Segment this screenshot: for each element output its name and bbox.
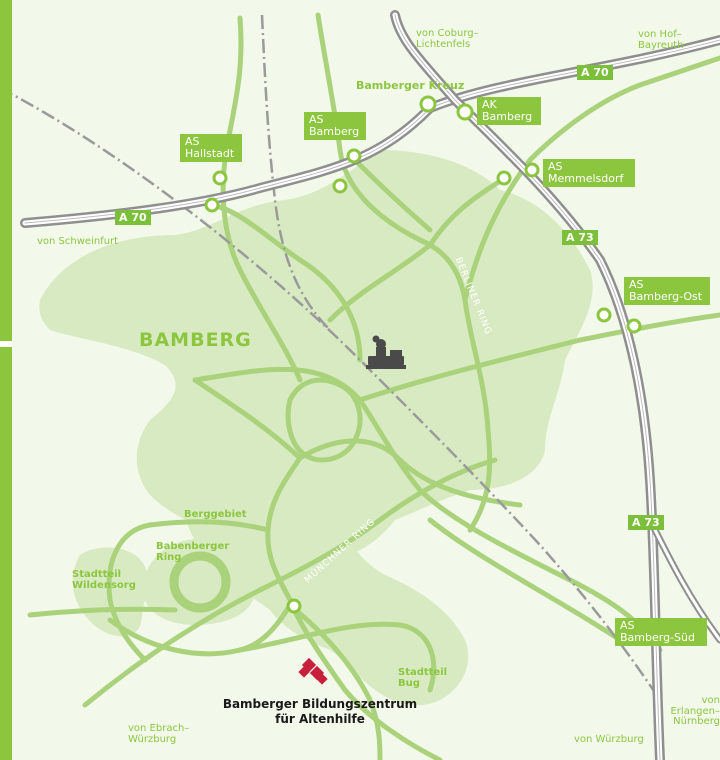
junction-ost-east bbox=[626, 318, 642, 334]
district-berggebiet-label: Berggebiet bbox=[184, 509, 247, 520]
exit-sign-bamberg-sued: AS Bamberg-Süd bbox=[615, 618, 707, 647]
junction-bamberg bbox=[332, 178, 348, 194]
road-southwest-diagonal bbox=[82, 457, 498, 708]
direction-ebrach-label: von Ebrach– Würzburg bbox=[128, 723, 190, 745]
direction-coburg-label: von Coburg– Lichtenfels bbox=[416, 28, 479, 50]
road-sued-link bbox=[427, 517, 623, 643]
steam-locomotive-icon bbox=[366, 335, 406, 369]
direction-wuerzburg-label: von Würzburg bbox=[574, 734, 644, 745]
a70-shield-west: A 70 bbox=[115, 210, 151, 225]
road-wildensorg-south bbox=[107, 602, 293, 657]
junction-ost-west bbox=[596, 307, 612, 323]
left-edge-notch bbox=[0, 341, 12, 347]
district-wildensorg-label: Stadtteil Wildensorg bbox=[72, 569, 136, 591]
a73-branch-inner bbox=[648, 518, 720, 642]
road-west bbox=[27, 606, 178, 618]
railway-north bbox=[260, 14, 331, 331]
junction-kreuz-east bbox=[456, 103, 474, 121]
exit-sign-bamberg: AS Bamberg bbox=[304, 112, 366, 141]
exit-sign-ak-bamberg: AK Bamberg bbox=[477, 97, 541, 126]
exit-sign-bamberg-ost: AS Bamberg-Ost bbox=[624, 277, 710, 306]
junction-memmelsdorf-west bbox=[496, 170, 512, 186]
babenberger-ring-shape bbox=[169, 551, 231, 613]
district-bug-label: Stadtteil Bug bbox=[398, 667, 448, 689]
city-name-label: BAMBERG bbox=[139, 329, 252, 351]
road-northeast bbox=[462, 55, 720, 303]
destination-label: Bamberger Bildungszentrum für Altenhilfe bbox=[222, 697, 418, 726]
left-edge-bar bbox=[0, 0, 12, 760]
direction-schweinfurt-label: von Schweinfurt bbox=[37, 236, 119, 247]
road-north-hallstadt bbox=[220, 15, 303, 383]
district-babenberger-ring-label: Babenberger Ring bbox=[156, 541, 230, 563]
a73-shield-south: A 73 bbox=[628, 515, 664, 530]
road-east bbox=[357, 312, 720, 403]
junction-south bbox=[286, 598, 302, 614]
junction-hallstadt bbox=[204, 197, 220, 213]
road-south-bug bbox=[287, 602, 383, 760]
a73-centre bbox=[394, 14, 661, 760]
location-marker-icon bbox=[298, 657, 328, 685]
junction-memmelsdorf-east bbox=[524, 162, 540, 178]
road-west-link bbox=[192, 377, 303, 461]
junction-markers bbox=[204, 95, 642, 614]
direction-hof-label: von Hof– Bayreuth bbox=[638, 29, 684, 51]
junction-hallstadt-north bbox=[212, 170, 228, 186]
road-bug bbox=[237, 621, 437, 693]
road-southeast bbox=[192, 366, 663, 653]
bamberger-kreuz-label: Bamberger Kreuz bbox=[356, 79, 465, 92]
a70-centre bbox=[24, 39, 720, 224]
babenberger-ring-circle bbox=[169, 551, 231, 613]
a70-shield-east: A 70 bbox=[577, 65, 613, 80]
railway-main bbox=[0, 86, 662, 701]
exit-sign-memmelsdorf: AS Memmelsdorf bbox=[543, 159, 635, 188]
road-hallstadt-centre bbox=[209, 202, 363, 363]
junction-bamberg-north bbox=[346, 148, 362, 164]
road-memmelsdorf bbox=[327, 175, 508, 323]
railway bbox=[0, 14, 662, 701]
a73-shield-north: A 73 bbox=[562, 230, 598, 245]
direction-erlangen-label: von Erlangen– Nürnberg bbox=[670, 695, 720, 727]
junction-kreuz-west bbox=[419, 95, 437, 113]
highways bbox=[20, 10, 720, 760]
exit-sign-hallstadt: AS Hallstadt bbox=[180, 134, 242, 163]
road-centre-east bbox=[297, 438, 523, 508]
